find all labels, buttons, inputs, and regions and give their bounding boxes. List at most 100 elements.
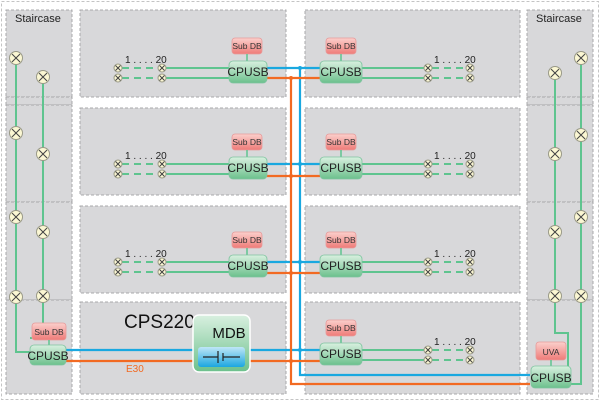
cpusb-box bbox=[319, 156, 363, 180]
lamp-icon bbox=[36, 289, 50, 303]
svg-text:Sub DB: Sub DB bbox=[232, 137, 262, 147]
cpusb-box bbox=[319, 60, 363, 84]
bus-junctions bbox=[298, 66, 302, 352]
lamp-icon bbox=[548, 66, 562, 80]
floor-2-left-board[interactable]: 1 . . . . 20 Sub DB CPUSB bbox=[113, 133, 269, 180]
lamp-icon bbox=[9, 51, 23, 65]
lamp-icon bbox=[423, 73, 433, 83]
svg-text:Sub DB: Sub DB bbox=[34, 327, 64, 337]
cpusb-box bbox=[319, 254, 363, 278]
floor-zone bbox=[304, 107, 521, 196]
floor-zone bbox=[79, 301, 287, 395]
lamp-icon bbox=[465, 355, 475, 365]
lamp-icon bbox=[574, 210, 588, 224]
svg-text:Sub DB: Sub DB bbox=[326, 137, 356, 147]
lamp-icon bbox=[574, 128, 588, 142]
lamp-icon bbox=[36, 70, 50, 84]
cpusb-box bbox=[530, 365, 572, 389]
cable-label: E30 bbox=[126, 364, 144, 375]
lamp-icon bbox=[423, 355, 433, 365]
staircase-left-circuit bbox=[15, 58, 30, 353]
svg-text:CPUSB: CPUSB bbox=[320, 347, 361, 361]
staircase-right-board[interactable]: UVA CPUSB bbox=[530, 341, 572, 389]
lamp-icon bbox=[465, 63, 475, 73]
lamp-icon bbox=[157, 257, 167, 267]
floor-zone bbox=[79, 205, 287, 294]
lamp-icon bbox=[423, 159, 433, 169]
svg-text:CPUSB: CPUSB bbox=[227, 65, 268, 79]
svg-text:Sub DB: Sub DB bbox=[232, 41, 262, 51]
lamp-icon bbox=[465, 169, 475, 179]
lamp-icon bbox=[36, 147, 50, 161]
lamp-icon bbox=[465, 345, 475, 355]
lamp-icon bbox=[157, 73, 167, 83]
circuit-range: 1 . . . . 20 bbox=[434, 151, 476, 162]
lamp-icon bbox=[465, 267, 475, 277]
lamp-icon bbox=[9, 126, 23, 140]
system-label: CPS220 bbox=[124, 312, 195, 333]
lamp-icon bbox=[157, 267, 167, 277]
cpusb-box bbox=[228, 60, 268, 84]
svg-text:CPUSB: CPUSB bbox=[227, 161, 268, 175]
lamp-icon bbox=[9, 290, 23, 304]
floor-1-right-board[interactable]: 1 . . . . 20 Sub DB CPUSB bbox=[319, 37, 476, 84]
lamp-icon bbox=[423, 169, 433, 179]
floor-zone bbox=[304, 205, 521, 294]
cpusb-box bbox=[228, 156, 268, 180]
svg-text:UVA: UVA bbox=[543, 347, 560, 357]
svg-text:CPUSB: CPUSB bbox=[320, 259, 361, 273]
lamp-icon bbox=[465, 257, 475, 267]
circuit-range: 1 . . . . 20 bbox=[434, 337, 476, 348]
floor-4-right-board[interactable]: 1 . . . . 20 Sub DB CPUSB bbox=[319, 319, 476, 366]
lamp-icon bbox=[423, 345, 433, 355]
lamp-icon bbox=[423, 267, 433, 277]
svg-text:Sub DB: Sub DB bbox=[326, 323, 356, 333]
svg-text:Sub DB: Sub DB bbox=[326, 235, 356, 245]
lamp-icon bbox=[548, 147, 562, 161]
lamp-icon bbox=[157, 169, 167, 179]
lamp-icon bbox=[113, 169, 123, 179]
cpusb-box bbox=[29, 344, 67, 366]
floor-3-left-board[interactable]: 1 . . . . 20 Sub DB CPUSB bbox=[113, 231, 269, 278]
lamp-icon bbox=[113, 63, 123, 73]
main-distribution-board[interactable]: MDB bbox=[192, 314, 251, 373]
bus-blue bbox=[66, 66, 530, 377]
staircase-right-zone bbox=[526, 9, 594, 395]
lamp-icon bbox=[36, 225, 50, 239]
svg-text:MDB: MDB bbox=[212, 325, 245, 342]
floor-2-right-board[interactable]: 1 . . . . 20 Sub DB CPUSB bbox=[319, 133, 476, 180]
lamp-icon bbox=[548, 289, 562, 303]
svg-text:CPUSB: CPUSB bbox=[320, 65, 361, 79]
lamp-icon bbox=[548, 225, 562, 239]
lamp-icon bbox=[113, 267, 123, 277]
staircase-left-title: Staircase bbox=[15, 13, 61, 25]
staircase-right-title: Staircase bbox=[536, 13, 582, 25]
svg-text:Sub DB: Sub DB bbox=[232, 235, 262, 245]
lamp-icon bbox=[574, 289, 588, 303]
svg-text:CPUSB: CPUSB bbox=[227, 259, 268, 273]
lamp-icon bbox=[423, 257, 433, 267]
circuit-range: 1 . . . . 20 bbox=[125, 151, 167, 162]
circuit-range: 1 . . . . 20 bbox=[434, 249, 476, 260]
lamp-icon bbox=[113, 159, 123, 169]
floor-3-right-board[interactable]: 1 . . . . 20 Sub DB CPUSB bbox=[319, 231, 476, 278]
svg-text:CPUSB: CPUSB bbox=[530, 371, 571, 385]
lamp-icon bbox=[465, 159, 475, 169]
staircase-left-board[interactable]: Sub DB CPUSB bbox=[27, 322, 69, 366]
svg-text:Sub DB: Sub DB bbox=[326, 41, 356, 51]
cpusb-box bbox=[319, 342, 363, 366]
floor-1-left-board[interactable]: 1 . . . . 20 Sub DB CPUSB bbox=[113, 37, 269, 84]
battery-icon bbox=[198, 347, 245, 367]
svg-text:CPUSB: CPUSB bbox=[27, 349, 68, 363]
lamp-icon bbox=[465, 73, 475, 83]
circuit-range: 1 . . . . 20 bbox=[434, 55, 476, 66]
circuit-range: 1 . . . . 20 bbox=[125, 55, 167, 66]
cpusb-box bbox=[228, 254, 268, 278]
circuit-range: 1 . . . . 20 bbox=[125, 249, 167, 260]
lamp-icon bbox=[157, 159, 167, 169]
lamp-icon bbox=[113, 257, 123, 267]
lamp-icon bbox=[574, 51, 588, 65]
svg-text:CPUSB: CPUSB bbox=[320, 161, 361, 175]
